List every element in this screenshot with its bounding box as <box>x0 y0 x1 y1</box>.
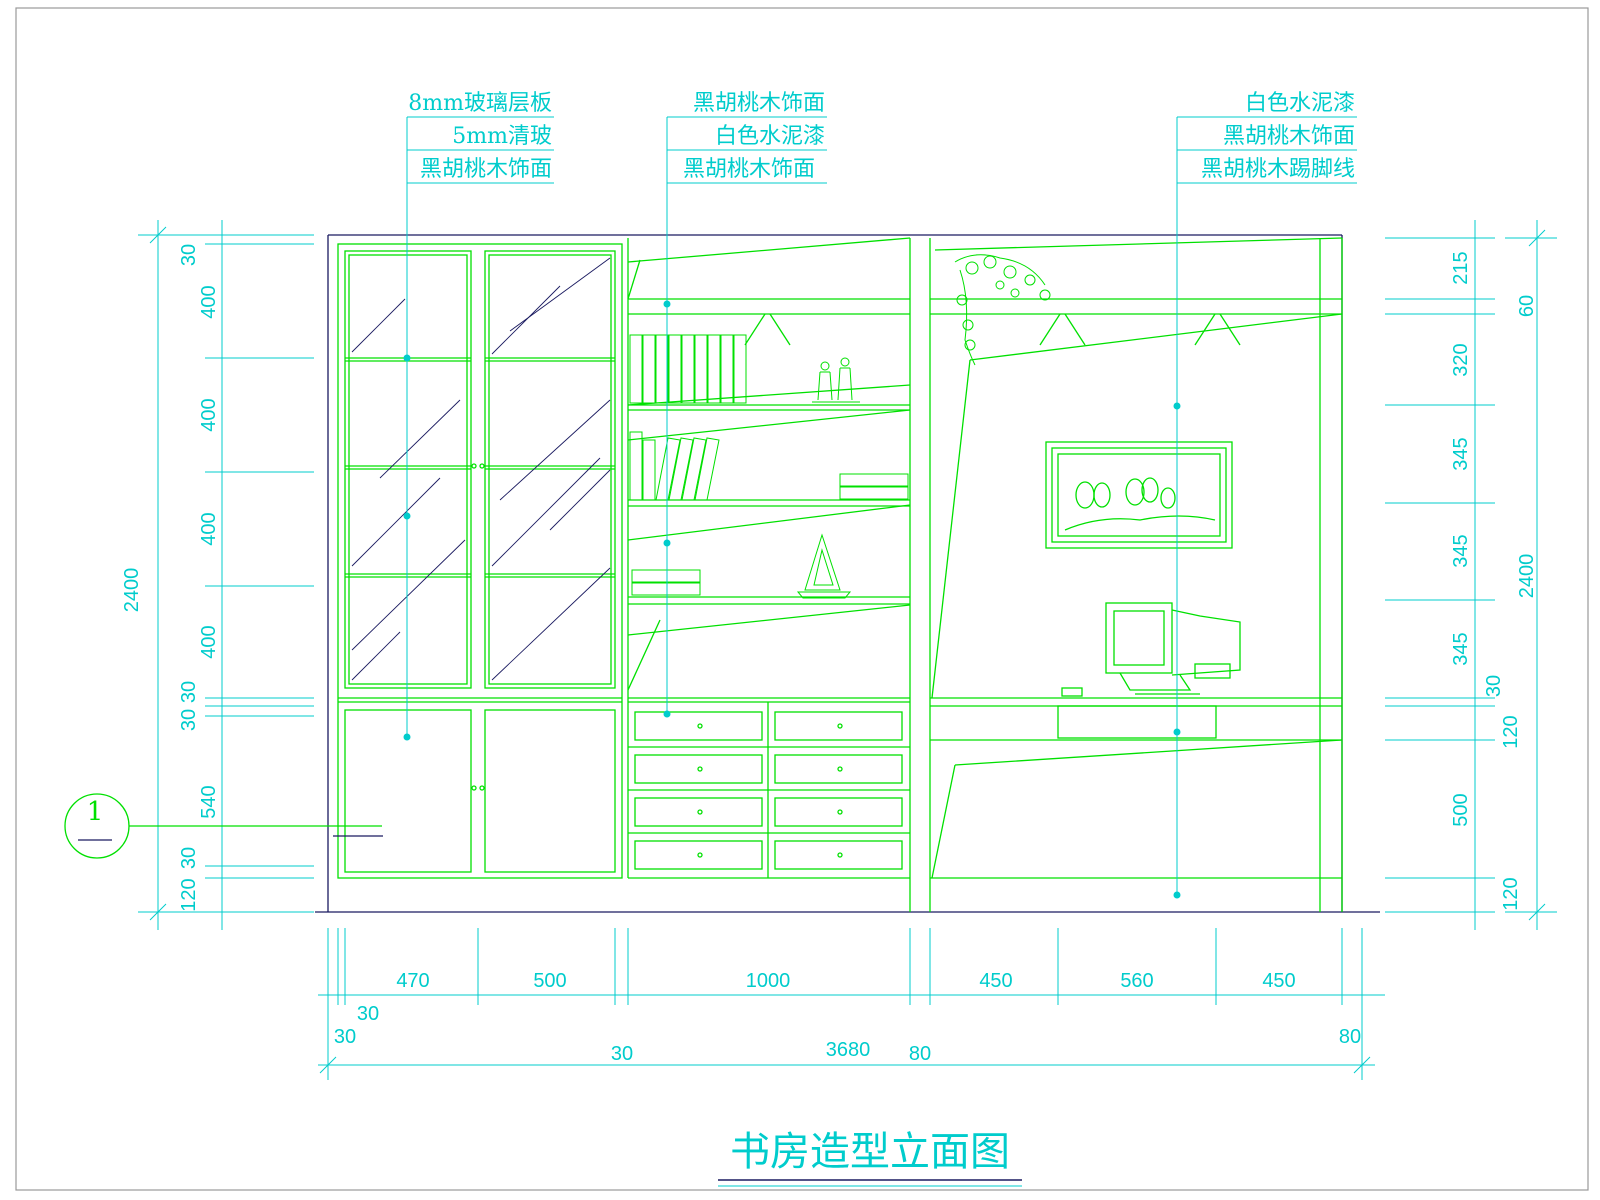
dim-right-4: 345 <box>1450 534 1472 567</box>
wall-painting <box>1045 441 1233 549</box>
callout-left-2: 5mm清玻 <box>452 124 552 149</box>
glass-reflection-lines <box>351 257 611 681</box>
callout-middle-2: 白色水泥漆 <box>715 124 825 149</box>
computer-monitor <box>1061 602 1241 697</box>
dim-left-9: 30 <box>178 847 200 869</box>
dim-right-3: 345 <box>1450 437 1472 470</box>
section-marker: 1 <box>64 793 383 859</box>
sailboat-model <box>796 533 852 599</box>
dim-right-5: 345 <box>1450 632 1472 665</box>
dim-bottom-4: 450 <box>979 970 1012 992</box>
dim-right-outer-2: 2400 <box>1516 554 1538 599</box>
callout-right-2: 黑胡桃木饰面 <box>1223 124 1355 149</box>
section-marker-number: 1 <box>87 797 104 827</box>
dim-bottom-2: 500 <box>533 970 566 992</box>
dim-bottom-6: 450 <box>1262 970 1295 992</box>
dim-left-1: 30 <box>178 244 200 266</box>
dim-small-2: 30 <box>334 1026 356 1048</box>
cabinet-outline <box>315 234 1380 913</box>
dim-left-5: 400 <box>198 625 220 658</box>
dim-bottom-3: 1000 <box>746 970 791 992</box>
sheet-frame <box>15 7 1589 1191</box>
stereo-device <box>631 473 909 596</box>
dimension-text: 2400 30 400 400 400 400 30 30 540 30 120… <box>121 244 1538 1065</box>
dim-small-3: 30 <box>611 1043 633 1065</box>
dim-left-7: 30 <box>178 709 200 731</box>
dim-left-6: 30 <box>178 681 200 703</box>
dim-right-1: 215 <box>1450 251 1472 284</box>
dim-bottom-1: 470 <box>396 970 429 992</box>
dimension-lines <box>138 220 1557 1080</box>
callout-right-3: 黑胡桃木踢脚线 <box>1201 157 1355 182</box>
dim-right-6: 30 <box>1483 675 1505 697</box>
dim-right-9: 120 <box>1500 877 1522 910</box>
dim-small-1: 30 <box>357 1003 379 1025</box>
dim-left-3: 400 <box>198 398 220 431</box>
dim-left-4: 400 <box>198 512 220 545</box>
dim-left-2: 400 <box>198 285 220 318</box>
callout-middle-1: 黑胡桃木饰面 <box>693 91 825 116</box>
callout-text: 8mm玻璃层板 5mm清玻 黑胡桃木饰面 黑胡桃木饰面 白色水泥漆 黑胡桃木饰面… <box>408 91 1355 182</box>
callout-left-1: 8mm玻璃层板 <box>408 91 552 116</box>
callout-right-1: 白色水泥漆 <box>1245 91 1355 116</box>
figurine-statue <box>812 357 860 403</box>
dim-left-10: 120 <box>178 878 200 911</box>
dim-left-8: 540 <box>198 785 220 818</box>
middle-shelf-unit <box>627 237 931 912</box>
dim-right-7: 120 <box>1500 715 1522 748</box>
dim-right-8: 500 <box>1450 793 1472 826</box>
dim-small-4: 80 <box>909 1043 931 1065</box>
books-row-second <box>629 431 720 501</box>
callout-middle-3: 黑胡桃木饰面 <box>683 157 815 182</box>
dim-right-2: 320 <box>1450 343 1472 376</box>
desk-unit <box>930 237 1343 912</box>
drawing-title: 书房造型立面图 <box>730 1129 1010 1175</box>
dim-right-outer-1: 60 <box>1516 295 1538 317</box>
glass-cabinet <box>337 243 623 879</box>
dim-bottom-5: 560 <box>1120 970 1153 992</box>
books-row-top <box>629 334 747 404</box>
dim-small-5: 80 <box>1339 1026 1361 1048</box>
dim-bottom-total: 3680 <box>826 1039 871 1061</box>
callout-left-3: 黑胡桃木饰面 <box>420 157 552 182</box>
dim-left-total: 2400 <box>121 568 143 613</box>
hanging-plant <box>954 254 1051 366</box>
callout-leaders <box>403 116 1357 899</box>
